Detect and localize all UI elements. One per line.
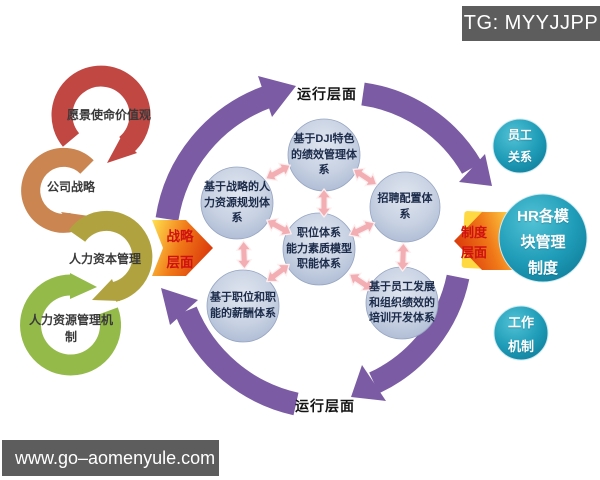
strategy-level-line-2: 层面 — [166, 255, 194, 270]
cycle-arc-bottom-right — [368, 274, 470, 394]
module-circles — [200, 118, 441, 343]
spiral-arrow-mechanism — [20, 274, 122, 376]
left-flow-spirals — [20, 65, 153, 376]
output-circles — [492, 118, 588, 361]
telegram-watermark: TG: MYYJJPP — [462, 6, 600, 41]
cycle-arc-top-right — [361, 82, 482, 174]
cycle-ring — [155, 76, 492, 416]
spiral-label-strategy: 公司战略 — [46, 180, 95, 194]
output-circle-work-mechanism — [493, 305, 549, 361]
module-label-position: 职位体系能力素质模型职能体系 — [286, 226, 352, 270]
cycle-arrowhead-bottom — [351, 365, 386, 401]
output-label-employee-relations: 员工关系 — [507, 128, 533, 164]
spiral-arrow-capital — [68, 210, 153, 302]
spiral-arrowhead-capital — [92, 279, 120, 301]
cycle-arc-bottom-left — [175, 306, 299, 416]
spiral-arrowhead-vision — [107, 137, 137, 163]
output-label-work-mechanism: 工作机制 — [507, 315, 535, 354]
strategy-level-arrow — [152, 220, 213, 276]
website-watermark: www.go–aomenyule.com — [2, 440, 219, 476]
institution-level-line-1: 制度 — [460, 225, 488, 240]
spiral-label-vision: 愿景使命价值观 — [66, 108, 151, 122]
output-circle-employee-relations — [492, 118, 548, 174]
connector-planning-compensation — [235, 240, 253, 270]
module-label-planning: 基于战略的人力资源规划体系 — [204, 180, 270, 224]
cycle-label-strategy-level: 战略 层面 — [167, 224, 194, 276]
institution-level-line-2: 层面 — [460, 245, 488, 260]
cycle-label-institution-level: 制度 层面 — [461, 223, 487, 263]
module-label-performance: 基于DJI特色的绩效管理体系 — [291, 132, 357, 176]
spiral-arrow-strategy — [21, 147, 94, 233]
module-circle-planning — [200, 166, 274, 240]
module-label-training: 基于员工发展和组织绩效的培训开发体系 — [369, 280, 435, 324]
output-label-hr-rules: HR各模块管理制度 — [517, 208, 569, 277]
spiral-arrow-vision — [51, 65, 151, 154]
cycle-arrowhead-left — [161, 288, 198, 325]
strategy-level-line-1: 战略 — [166, 229, 194, 244]
cycle-label-run-bottom: 运行层面 — [295, 398, 355, 414]
spiral-arrowhead-mechanism — [70, 273, 97, 299]
module-circle-recruiting — [369, 171, 441, 243]
module-circle-compensation — [206, 269, 280, 343]
module-label-compensation: 基于职位和职能的薪酬体系 — [210, 291, 276, 320]
cycle-arrowhead-right — [459, 154, 492, 186]
module-label-recruiting: 招聘配置体系 — [377, 192, 433, 221]
spiral-label-mechanism: 人力资源管理机制 — [28, 313, 113, 344]
cycle-arc-top-left — [155, 86, 272, 221]
output-circle-hr-rules — [498, 193, 588, 283]
strategy-level-arrow-shape — [152, 220, 213, 276]
cycle-label-run-top: 运行层面 — [297, 86, 357, 102]
cycle-arrowhead-top — [258, 76, 296, 117]
module-circle-position — [282, 212, 356, 286]
spiral-label-capital: 人力资本管理 — [68, 252, 141, 266]
